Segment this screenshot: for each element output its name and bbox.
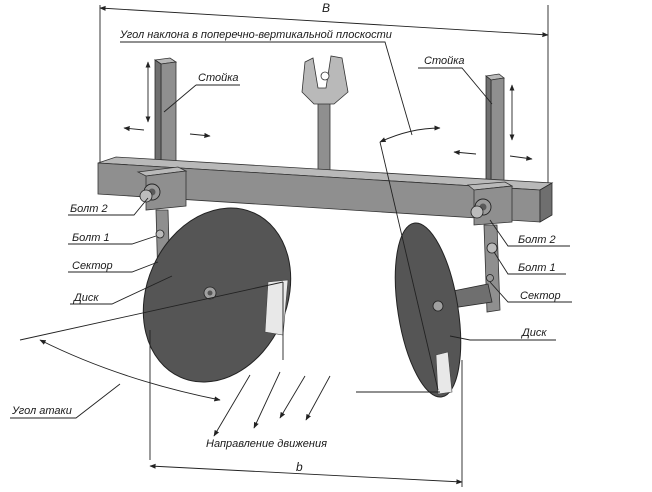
adjust-arrows-right — [453, 84, 533, 161]
sector-right-label: Сектор — [520, 290, 561, 302]
disc-left — [142, 207, 292, 383]
width-dimension: B — [99, 1, 549, 200]
attack-angle: Угол атаки — [10, 281, 284, 460]
adjust-arrows-left — [123, 61, 211, 138]
track-dimension: b — [149, 360, 463, 487]
disc-right — [394, 222, 462, 398]
bolt2-left-label: Болт 2 — [70, 203, 108, 215]
disk-right-label: Диск — [520, 327, 547, 339]
post-left — [153, 57, 178, 183]
attack-angle-label: Угол атаки — [11, 405, 72, 417]
hitch-post — [301, 55, 349, 185]
sector-left-label: Сектор — [72, 260, 113, 272]
bolt1-right-label: Болт 1 — [518, 262, 556, 274]
tilt-angle-label: Угол наклона в поперечно-вертикальной пл… — [119, 29, 392, 41]
main-beam — [97, 156, 554, 223]
disk-left-label: Диск — [72, 292, 99, 304]
direction-arrows: Направление движения — [206, 371, 331, 450]
tilt-angle-leader — [120, 41, 413, 136]
post-right — [485, 73, 505, 198]
bolt1-left-label: Болт 1 — [72, 232, 110, 244]
disc-axis-line — [379, 141, 439, 391]
tilt-angle-arc — [379, 125, 441, 143]
track-label: b — [296, 460, 303, 474]
post-left-label: Стойка — [198, 72, 239, 84]
direction-label: Направление движения — [206, 438, 327, 450]
clamp-right — [466, 181, 514, 226]
bolt2-right-label: Болт 2 — [518, 234, 556, 246]
width-label: B — [322, 1, 330, 15]
callouts-right: Стойка Болт 2 Болт 1 Сектор Диск — [418, 55, 572, 341]
post-right-label: Стойка — [424, 55, 465, 67]
clamp-left — [136, 166, 188, 211]
callouts-left: Стойка Болт 2 Болт 1 Сектор Диск — [68, 72, 240, 305]
